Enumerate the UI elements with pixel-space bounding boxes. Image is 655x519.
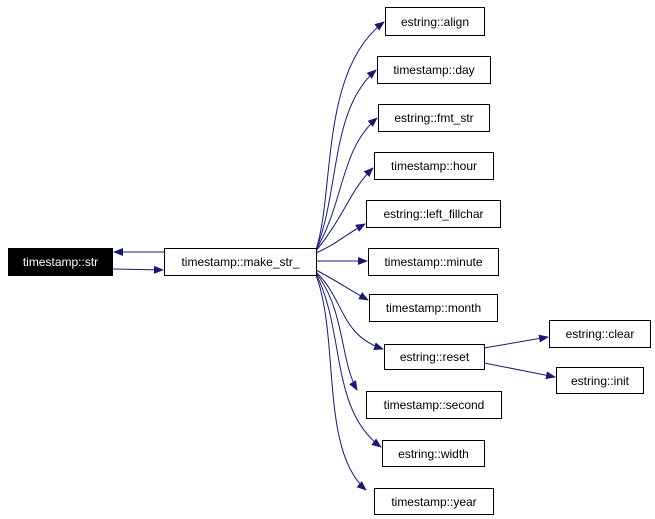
node-timestamp-month[interactable]: timestamp::month (369, 294, 498, 322)
edge-make_str-to-align (315, 21, 385, 251)
node-estring-reset[interactable]: estring::reset (384, 344, 485, 370)
edge-make_str-to-day (315, 69, 377, 251)
node-timestamp-make-str[interactable]: timestamp::make_str_ (164, 248, 317, 276)
node-estring-clear[interactable]: estring::clear (549, 320, 651, 348)
edge-str-to-make_str (112, 265, 164, 274)
edge-reset-to-clear (483, 334, 549, 349)
edge-make_str-to-left_fillchar (315, 223, 366, 254)
edge-make_str-to-reset (315, 271, 384, 351)
edge-make_str-to-fmt_str (315, 117, 378, 251)
node-timestamp-second[interactable]: timestamp::second (366, 391, 502, 419)
edge-reset-to-init (483, 362, 556, 380)
edge-make_str-to-hour (315, 167, 374, 252)
edge-make_str-to-month (315, 269, 369, 301)
node-estring-width[interactable]: estring::width (382, 440, 485, 467)
node-timestamp-hour[interactable]: timestamp::hour (374, 152, 494, 180)
edge-make_str-to-width (315, 273, 382, 448)
node-estring-left-fillchar[interactable]: estring::left_fillchar (366, 200, 501, 228)
edge-make_str-to-year (315, 274, 367, 491)
node-timestamp-day[interactable]: timestamp::day (377, 56, 491, 84)
node-timestamp-minute[interactable]: timestamp::minute (368, 248, 499, 276)
node-timestamp-year[interactable]: timestamp::year (374, 488, 494, 515)
node-estring-fmt-str[interactable]: estring::fmt_str (378, 104, 490, 132)
edge-make_str-to-second (315, 272, 358, 391)
node-timestamp-str[interactable]: timestamp::str (8, 248, 113, 276)
node-estring-align[interactable]: estring::align (385, 7, 485, 36)
node-estring-init[interactable]: estring::init (556, 367, 644, 394)
